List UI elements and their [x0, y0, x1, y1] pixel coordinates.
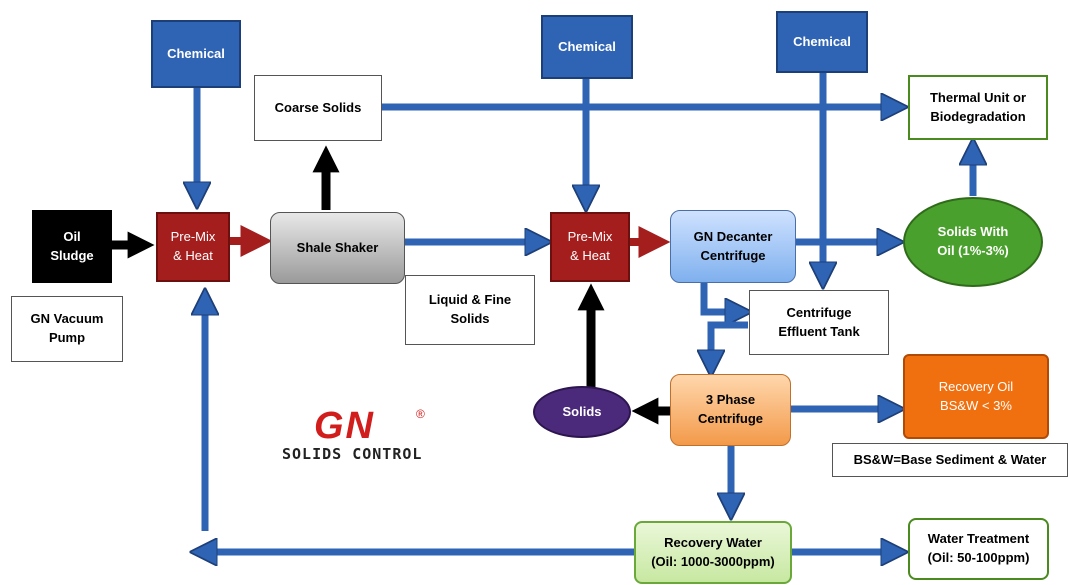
- decanter-line-2: Centrifuge: [700, 247, 766, 263]
- 3-phase-line-2: Centrifuge: [698, 411, 763, 426]
- thermal-unit-box: Thermal Unit or Biodegradation: [908, 75, 1048, 140]
- recovery-oil-line-2: BS&W < 3%: [940, 397, 1012, 413]
- liquid-fine-line-1: Liquid & Fine: [428, 292, 512, 308]
- solids-oil-line-2: Oil (1%-3%): [937, 243, 1009, 258]
- chemical-label: Chemical: [793, 33, 851, 49]
- oil-sludge-line-1: Oil: [63, 228, 81, 244]
- premix-line-2: & Heat: [173, 248, 213, 263]
- arrow-decanter-to-effluent: [700, 283, 740, 312]
- premix-heat-box-1: Pre-Mix & Heat: [156, 212, 230, 282]
- gn-solids-control-logo: GN ® SOLIDS CONTROL: [280, 405, 470, 465]
- bsw-definition-label: BS&W=Base Sediment & Water: [853, 451, 1047, 467]
- 3-phase-centrifuge-box: 3 Phase Centrifuge: [670, 374, 791, 446]
- oil-sludge-line-2: Sludge: [50, 247, 94, 263]
- solids-with-oil-oval: Solids With Oil (1%-3%): [903, 197, 1043, 287]
- recovery-oil-box: Recovery Oil BS&W < 3%: [903, 354, 1049, 439]
- chemical-box-2: Chemical: [541, 15, 633, 79]
- logo-tagline: SOLIDS CONTROL: [282, 445, 423, 463]
- bsw-definition-box: BS&W=Base Sediment & Water: [832, 443, 1068, 477]
- premix-line-2: & Heat: [570, 248, 610, 263]
- chemical-box-3: Chemical: [776, 11, 868, 73]
- recovery-water-box: Recovery Water (Oil: 1000-3000ppm): [634, 521, 792, 584]
- recovery-water-line-2: (Oil: 1000-3000ppm): [651, 553, 775, 569]
- water-treatment-line-2: (Oil: 50-100ppm): [927, 550, 1030, 565]
- thermal-unit-line-1: Thermal Unit or: [929, 89, 1027, 105]
- solids-oil-line-1: Solids With: [937, 224, 1009, 240]
- shale-shaker-box: Shale Shaker: [270, 212, 405, 284]
- chemical-box-1: Chemical: [151, 20, 241, 88]
- oil-sludge-box: Oil Sludge: [32, 210, 112, 283]
- thermal-unit-line-2: Biodegradation: [930, 108, 1026, 124]
- logo-brand: GN: [314, 405, 375, 447]
- gn-decanter-centrifuge-box: GN Decanter Centrifuge: [670, 210, 796, 283]
- effluent-line-2: Effluent Tank: [778, 323, 860, 339]
- chemical-label: Chemical: [167, 45, 225, 61]
- gn-vacuum-pump-box: GN Vacuum Pump: [11, 296, 123, 362]
- solids-label: Solids: [562, 403, 602, 419]
- vacuum-pump-line-2: Pump: [48, 330, 86, 345]
- shale-shaker-label: Shale Shaker: [296, 239, 379, 255]
- logo-registered-mark: ®: [416, 407, 425, 421]
- water-treatment-line-1: Water Treatment: [927, 531, 1030, 547]
- premix-heat-box-2: Pre-Mix & Heat: [550, 212, 630, 282]
- arrow-effluent-to-3phase: [711, 321, 748, 365]
- coarse-solids-label: Coarse Solids: [274, 99, 362, 115]
- chemical-label: Chemical: [558, 38, 616, 54]
- recovery-oil-line-1: Recovery Oil: [938, 378, 1014, 394]
- decanter-line-1: GN Decanter: [693, 228, 773, 244]
- premix-line-1: Pre-Mix: [170, 229, 216, 245]
- liquid-fine-line-2: Solids: [450, 311, 490, 326]
- solids-oval: Solids: [533, 386, 631, 438]
- water-treatment-box: Water Treatment (Oil: 50-100ppm): [908, 518, 1049, 580]
- effluent-line-1: Centrifuge: [786, 304, 852, 320]
- recovery-water-line-1: Recovery Water: [664, 534, 762, 550]
- centrifuge-effluent-tank-box: Centrifuge Effluent Tank: [749, 290, 889, 355]
- liquid-fine-solids-box: Liquid & Fine Solids: [405, 275, 535, 345]
- coarse-solids-box: Coarse Solids: [254, 75, 382, 141]
- vacuum-pump-line-1: GN Vacuum: [30, 311, 104, 327]
- premix-line-1: Pre-Mix: [567, 229, 613, 245]
- 3-phase-line-1: 3 Phase: [705, 392, 756, 408]
